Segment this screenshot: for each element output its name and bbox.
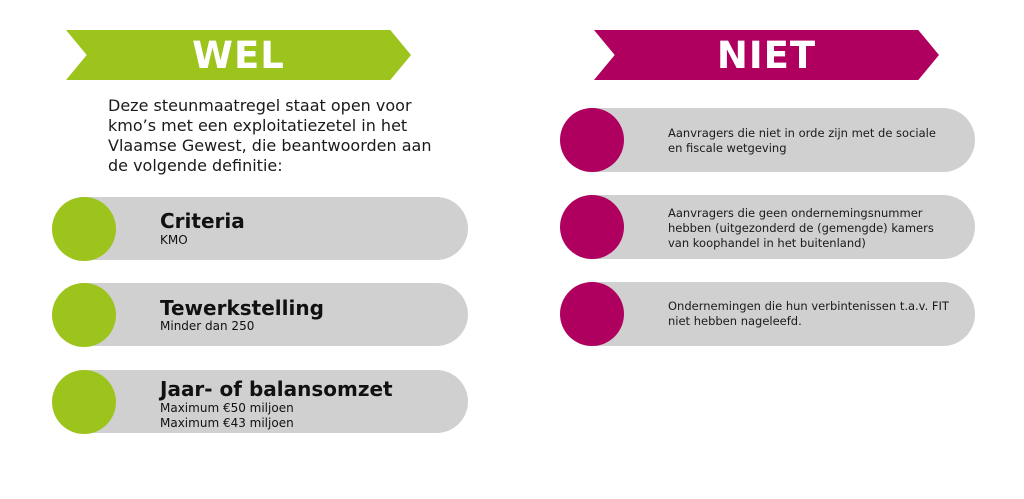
niet-card-1 [561, 108, 975, 172]
pink-circle-icon [560, 195, 624, 259]
pink-circle-icon [560, 108, 624, 172]
criteria-card-kmo [53, 197, 468, 260]
tewerkstelling-value: Minder dan 250 [160, 319, 255, 333]
green-circle-icon [52, 283, 116, 347]
tewerkstelling-title: Tewerkstelling [160, 296, 324, 320]
green-circle-icon [52, 197, 116, 261]
criteria-value: KMO [160, 233, 188, 247]
wel-title: WEL [192, 33, 285, 77]
omzet-value-1: Maximum €50 miljoen [160, 401, 294, 415]
omzet-title: Jaar- of balansomzet [160, 377, 393, 401]
green-circle-icon [52, 370, 116, 434]
niet-title: NIET [716, 33, 817, 77]
niet-item-3: Ondernemingen die hun verbintenissen t.a… [668, 299, 949, 328]
criteria-card-omzet [53, 370, 468, 433]
niet-banner: NIET [594, 30, 939, 80]
wel-intro: Deze steunmaatregel staat open voor kmo’… [108, 96, 432, 175]
criteria-title: Criteria [160, 209, 245, 233]
niet-card-3 [561, 282, 975, 346]
wel-banner: WEL [66, 30, 411, 80]
niet-card-2 [561, 195, 975, 259]
pink-circle-icon [560, 282, 624, 346]
omzet-value-2: Maximum €43 miljoen [160, 416, 294, 430]
niet-item-2: Aanvragers die geen ondernemingsnummer h… [668, 206, 934, 250]
criteria-card-tewerkstelling [53, 283, 468, 346]
niet-item-1: Aanvragers die niet in orde zijn met de … [668, 126, 936, 155]
